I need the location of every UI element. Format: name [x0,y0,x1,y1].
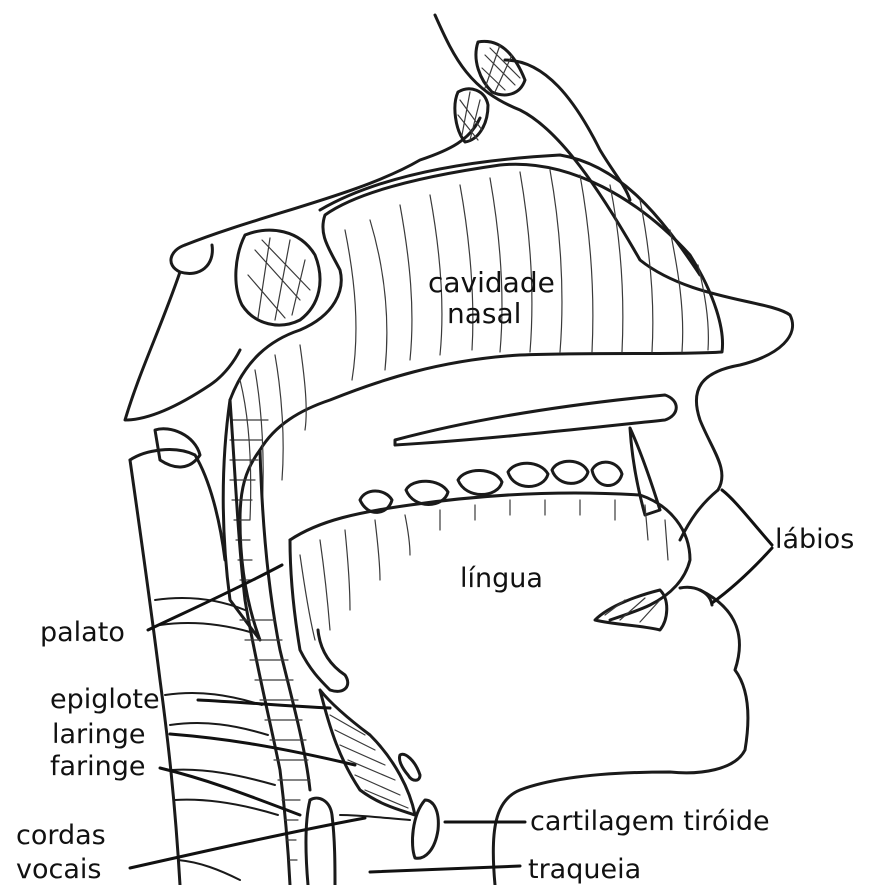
leader-lips-top [722,490,772,545]
sphenoid-sinus [236,230,320,325]
face-outline [435,15,793,885]
label-lingua: língua [460,563,543,594]
label-palato: palato [40,617,125,648]
label-laringe: laringe [52,719,146,750]
label-faringe: faringe [50,751,146,782]
lower-lip [595,587,712,630]
label-cordas: cordas [16,820,106,851]
label-traqueia: traqueia [528,854,641,885]
skull-outline [125,60,700,420]
label-labios: lábios [775,524,854,555]
label-vocais: vocais [16,854,101,885]
label-cartilagem: cartilagem tiróide [530,806,770,837]
sinus-blocks [455,41,525,142]
leader-laringe [170,734,355,765]
leader-cordas [130,818,365,868]
label-epiglote: epiglote [50,684,160,715]
larynx [320,690,438,858]
leader-lips-bottom [712,548,772,603]
leader-traqueia [370,866,520,872]
label-nasal: nasal [447,297,521,330]
label-cavidade: cavidade [428,266,555,299]
